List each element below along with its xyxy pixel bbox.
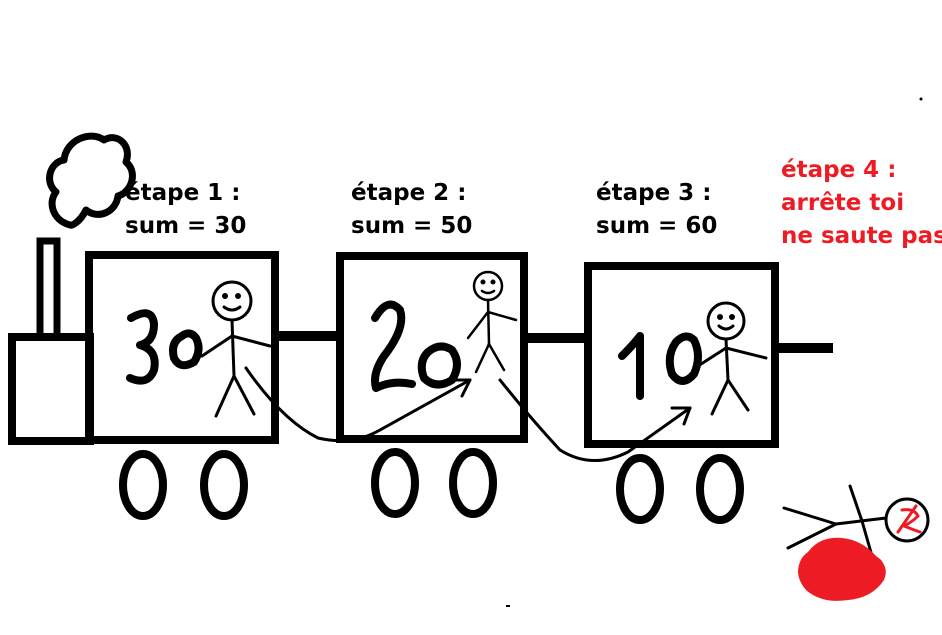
step-3-sum: sum = 60 [596,213,718,239]
wheels [119,448,744,524]
jump-arrow-icon [498,378,692,462]
stick-figure-icon [696,301,768,416]
step-4-line-2: ne saute pas [781,223,942,249]
step-3-title: étape 3 : [596,180,712,206]
step-2-title: étape 2 : [351,180,467,206]
step-1-label: étape 1 : sum = 30 [125,177,246,243]
stick-figure-icon [200,280,272,418]
wheel [616,454,664,524]
fallen-stick-figure-icon [782,484,930,558]
wagon-number-20 [371,300,461,392]
blood-splat-icon [826,538,884,568]
wheel [696,454,744,524]
wagon-3 [584,262,779,448]
step-3-label: étape 3 : sum = 60 [596,177,717,243]
wheel [119,450,167,520]
wheel [449,448,497,518]
locomotive-chimney [36,237,61,341]
jump-arrow-icon [244,366,472,443]
locomotive-body [8,333,94,445]
blood-splat-icon [798,537,886,601]
wheel [371,448,419,518]
fallen-face-mark [896,504,922,534]
wheel [200,450,248,520]
stick-figure-icon [466,270,518,374]
wagon-2 [336,252,528,443]
step-4-title: étape 4 : [781,157,897,183]
wagon-1 [85,251,279,444]
step-1-title: étape 1 : [125,180,241,206]
coupling-3 [775,343,833,353]
stray-dot [919,97,923,101]
smoke-cloud-icon [46,132,136,229]
coupling-1 [275,331,341,341]
step-1-sum: sum = 30 [125,213,247,239]
step-2-label: étape 2 : sum = 50 [351,177,472,243]
step-4-line-1: arrête toi [781,190,905,216]
coupling-2 [524,333,588,343]
wagon-number-30 [126,309,203,385]
wagon-number-10 [618,332,702,400]
step-2-sum: sum = 50 [351,213,473,239]
step-4-warning: étape 4 : arrête toi ne saute pas [781,154,942,253]
stray-dash [506,605,510,607]
